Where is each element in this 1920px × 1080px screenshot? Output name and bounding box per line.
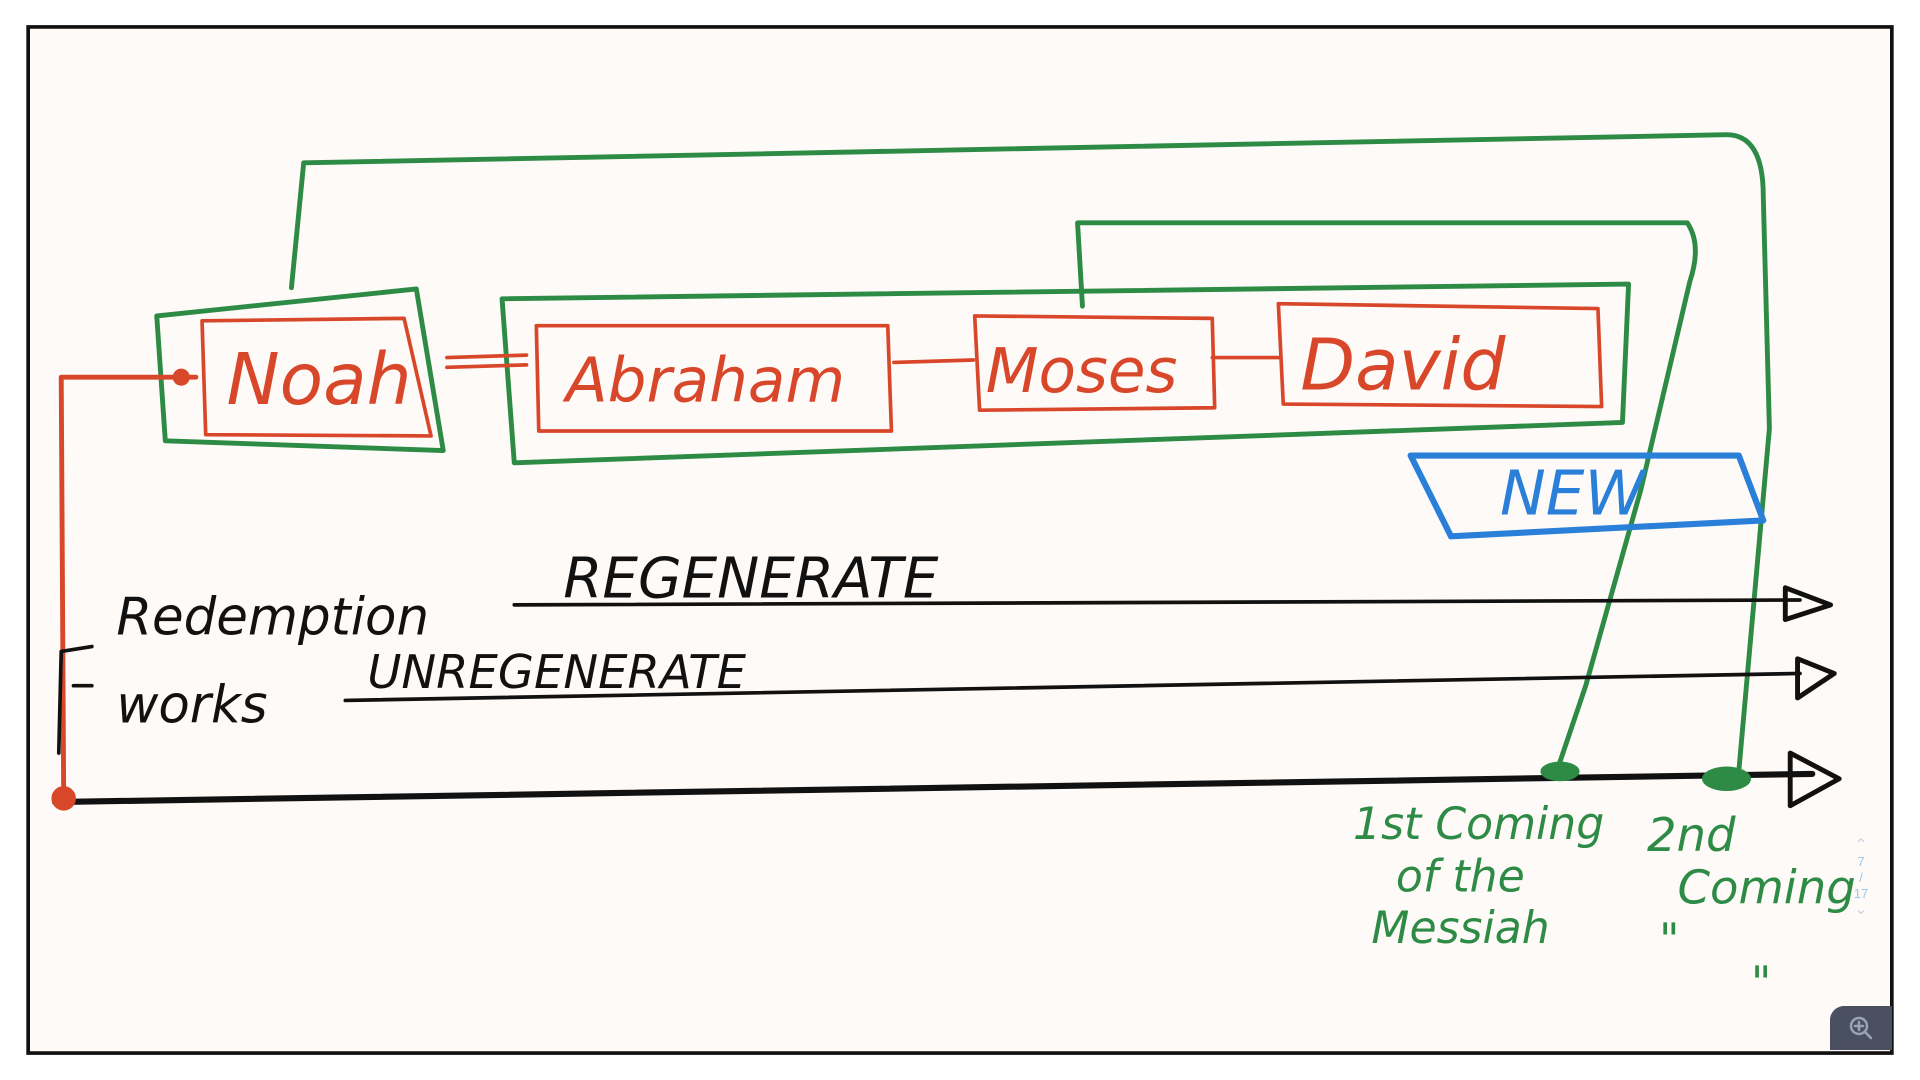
noah-group (154, 286, 446, 454)
noah-box (200, 316, 433, 438)
abraham-box (534, 323, 894, 433)
second-coming-dot (1702, 766, 1752, 792)
box-links (445, 353, 1283, 370)
history-timeline (52, 770, 1816, 806)
unregenerate-label: UNREGENERATE (367, 645, 746, 699)
start-dot (51, 786, 76, 811)
arrowheads (1782, 585, 1842, 809)
page-indicator: ⌃ 7 / 17 ⌄ (1846, 838, 1876, 918)
ditto-mark-2: " (1751, 958, 1771, 1009)
second-coming-connector (288, 132, 1772, 774)
redemption-label: Redemption (116, 587, 429, 647)
unregenerate-line (343, 671, 1802, 703)
first-coming-dot (1540, 761, 1580, 782)
abraham-label: Abraham (562, 346, 845, 417)
noah-dot (172, 368, 190, 386)
first-coming-line-1: 1st Coming (1353, 799, 1604, 850)
current-page: 7 (1857, 854, 1865, 869)
works-label: works (116, 675, 267, 735)
chevron-down-icon[interactable]: ⌄ (1854, 901, 1868, 918)
regenerate-line (512, 598, 1802, 607)
second-coming-line-2: Coming (1678, 861, 1856, 915)
chevron-up-icon[interactable]: ⌃ (1854, 837, 1868, 854)
david-label: David (1300, 323, 1506, 406)
first-coming-line-2: of the (1396, 851, 1525, 902)
second-coming-line-1: 2nd (1647, 808, 1736, 862)
moses-label: Moses (986, 336, 1178, 407)
covenant-group (499, 281, 1632, 466)
regenerate-label: REGENERATE (563, 547, 939, 612)
noah-label: Noah (227, 338, 412, 421)
page-separator: / (1859, 870, 1863, 885)
bracket (56, 644, 94, 755)
first-coming-connector (1075, 220, 1698, 772)
zoom-in-icon (1849, 1016, 1873, 1040)
david-box (1276, 301, 1604, 409)
new-badge-outline (1407, 452, 1767, 540)
ditto-mark-1: " (1659, 915, 1679, 966)
zoom-in-button[interactable] (1830, 1006, 1892, 1050)
first-coming-line-3: Messiah (1371, 903, 1549, 954)
total-pages: 17 (1853, 886, 1869, 901)
slide-frame (26, 25, 1894, 1055)
moses-box (972, 314, 1217, 413)
new-label: NEW (1500, 458, 1647, 529)
